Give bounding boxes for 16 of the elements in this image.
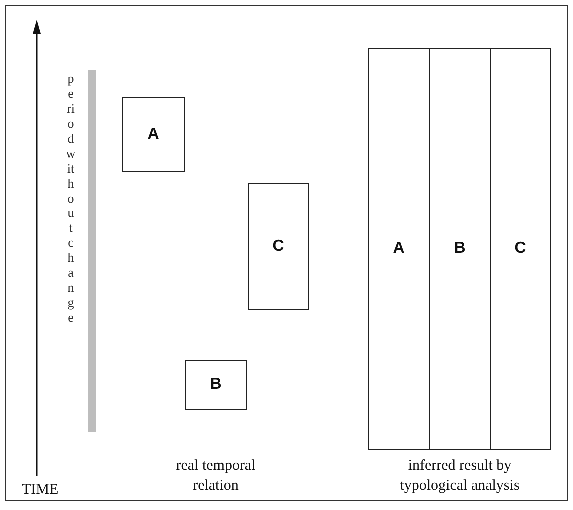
vertical-caption: period without change [66,72,76,326]
letter-box [185,360,247,410]
letter-box [122,97,185,172]
axis-label: TIME [22,483,59,498]
letter-box [429,48,491,450]
column-caption: real temporal relation [175,457,257,496]
column-caption: inferred result by typological analysis [399,457,521,496]
box-letter: B [210,375,222,395]
box-letter: B [454,239,466,259]
box-letter: C [514,239,526,259]
box-letter: C [272,236,284,256]
letter-box [248,183,309,310]
letter-box [368,48,430,450]
letter-box [490,48,551,450]
box-letter: A [148,124,160,144]
box-letter: A [393,239,405,259]
